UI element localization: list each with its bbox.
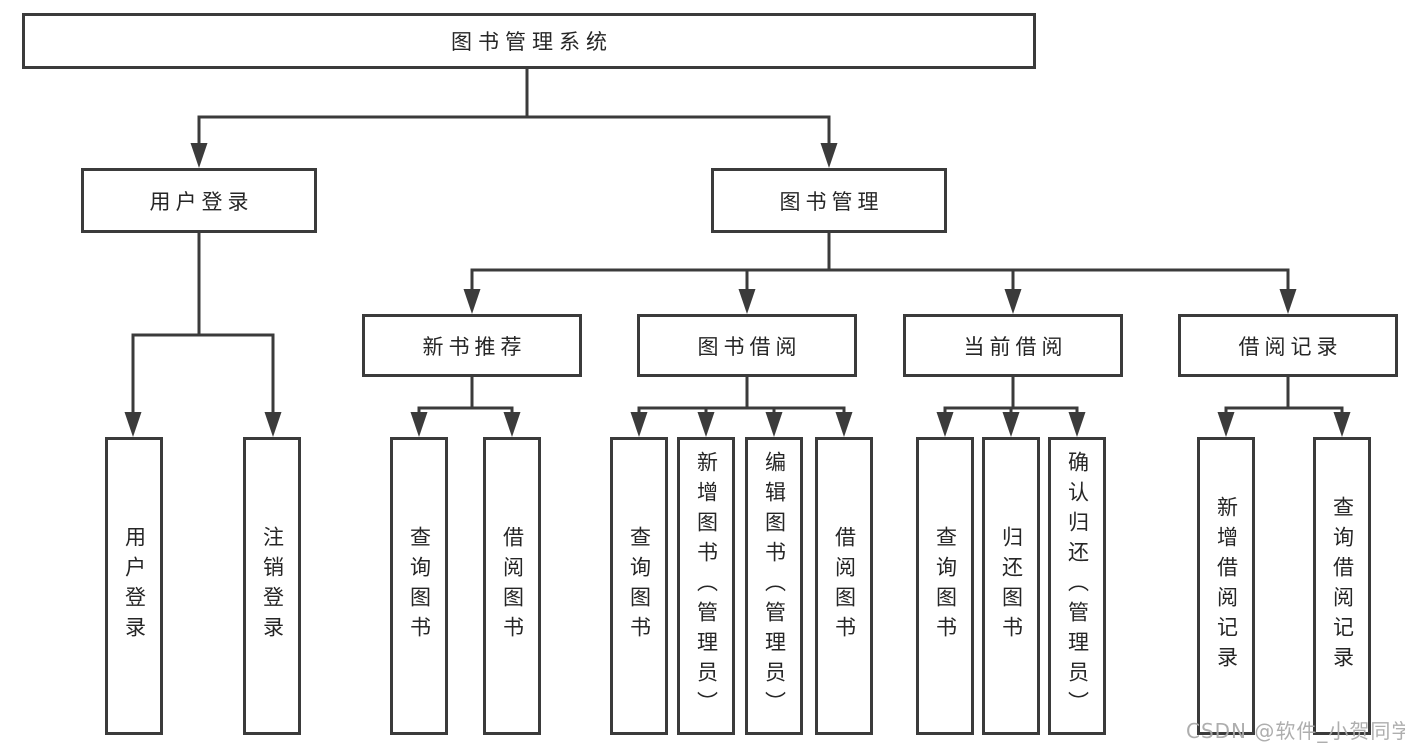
node-book-borrow: 图书借阅 (637, 314, 857, 377)
leaf-query-borrow-record: 查询借阅记录 (1313, 437, 1371, 735)
leaf-user-login: 用户登录 (105, 437, 163, 735)
leaf-confirm-return-admin: 确认归还（管理员） (1048, 437, 1106, 735)
leaf-logout-login: 注销登录 (243, 437, 301, 735)
csdn-watermark: CSDN @软件_小贺同学 (1186, 719, 1405, 743)
leaf-edit-book-admin: 编辑图书（管理员） (745, 437, 803, 735)
leaf-query-book-borrow: 查询图书 (610, 437, 668, 735)
leaf-borrow-book: 借阅图书 (815, 437, 873, 735)
leaf-query-book-recommend: 查询图书 (390, 437, 448, 735)
leaf-add-borrow-record: 新增借阅记录 (1197, 437, 1255, 735)
node-user-login: 用户登录 (81, 168, 317, 233)
node-new-book-recommend: 新书推荐 (362, 314, 582, 377)
leaf-return-book: 归还图书 (982, 437, 1040, 735)
leaf-borrow-book-recommend: 借阅图书 (483, 437, 541, 735)
leaf-add-book-admin: 新增图书（管理员） (677, 437, 735, 735)
leaf-query-book-current: 查询图书 (916, 437, 974, 735)
node-library-system: 图书管理系统 (22, 13, 1036, 69)
node-borrow-records: 借阅记录 (1178, 314, 1398, 377)
node-current-borrow: 当前借阅 (903, 314, 1123, 377)
node-book-management: 图书管理 (711, 168, 947, 233)
